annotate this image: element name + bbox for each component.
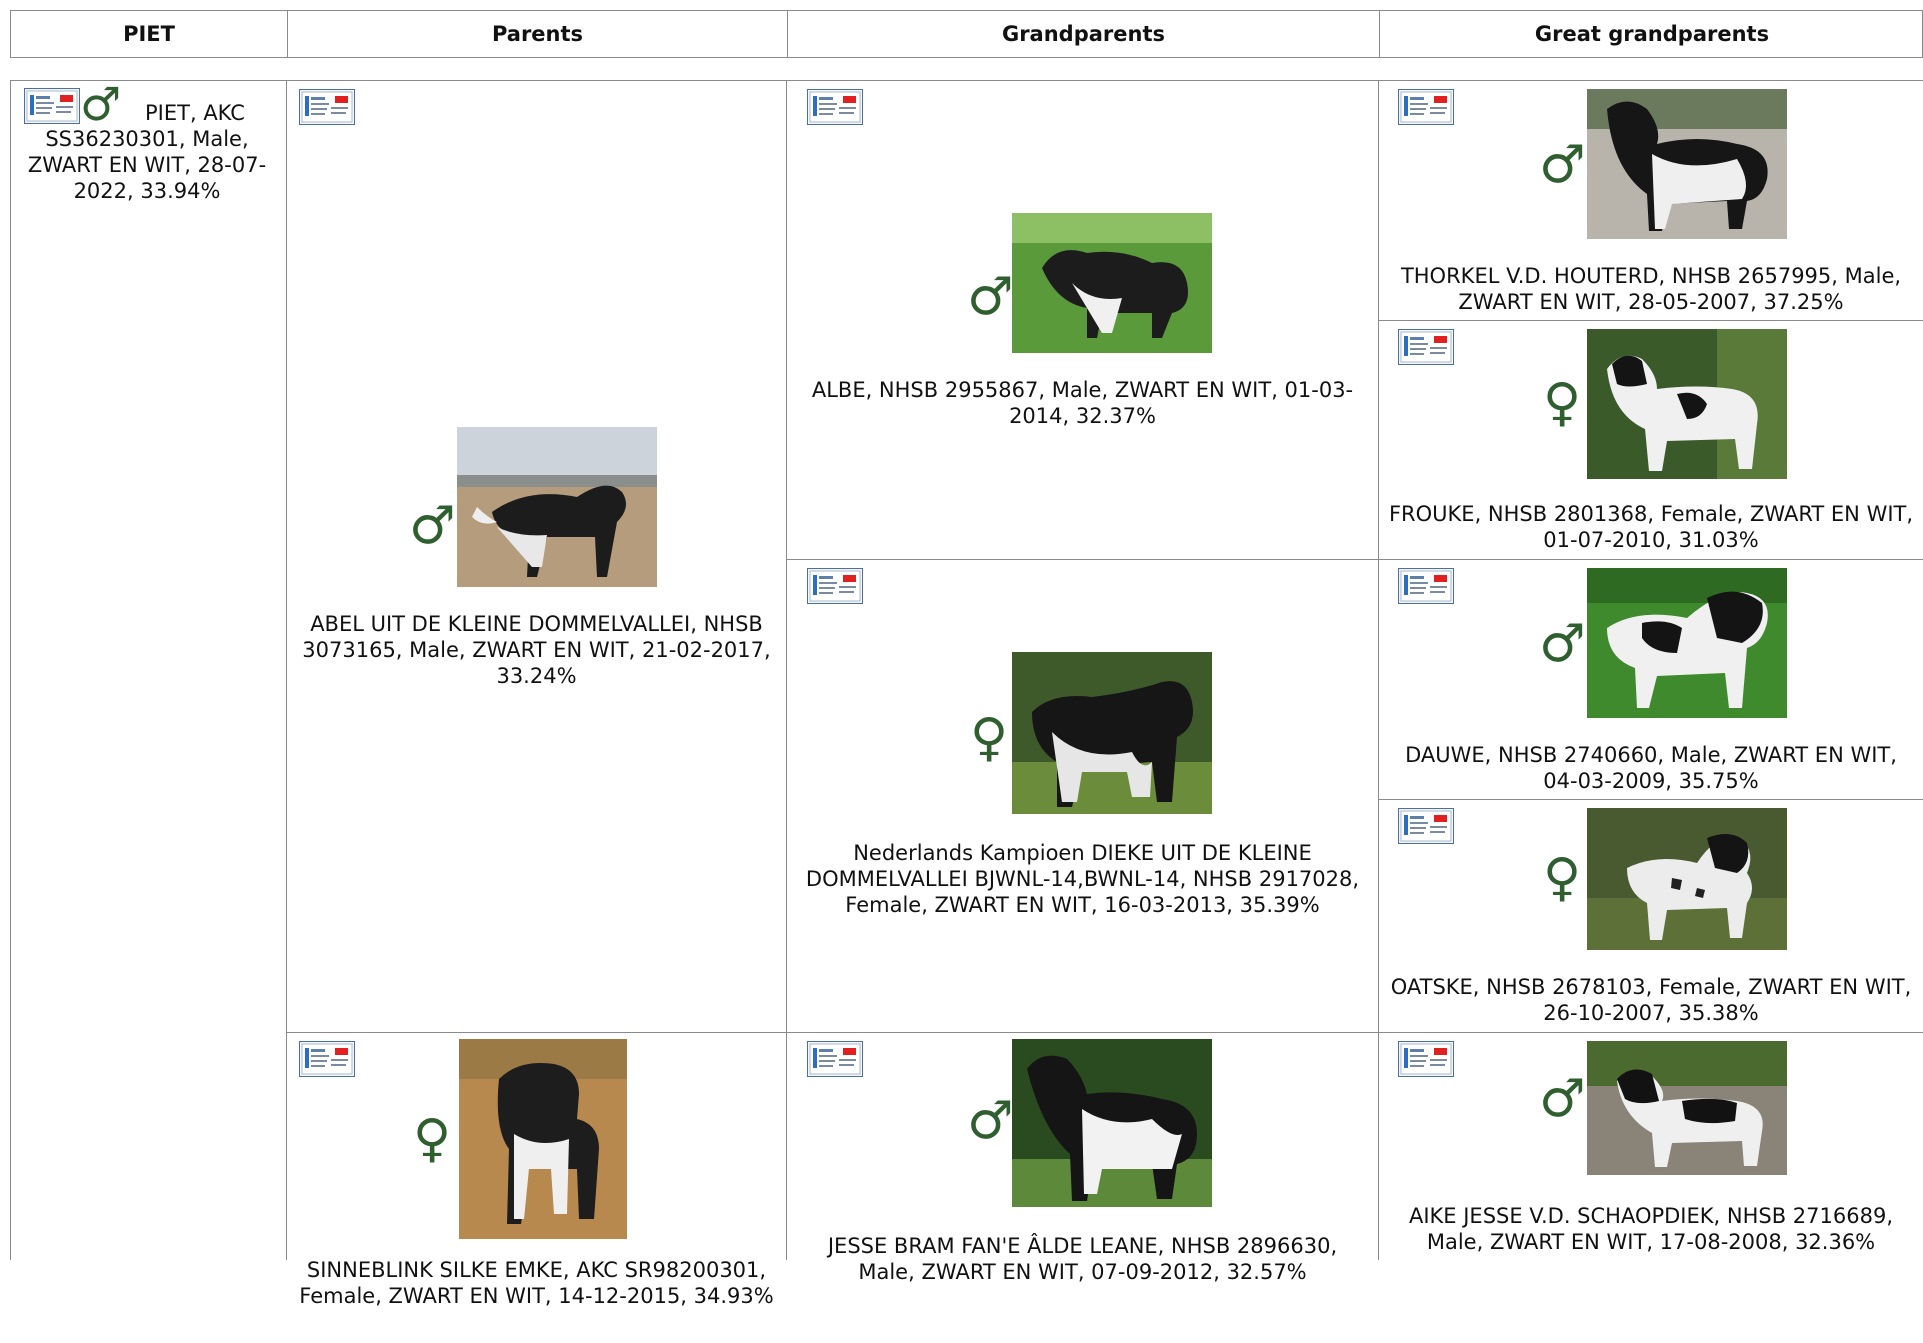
male-symbol-icon: ♂ bbox=[409, 496, 456, 556]
pedigree-card-icon[interactable] bbox=[1398, 329, 1454, 365]
header-parents: Parents bbox=[287, 11, 787, 57]
sire-cell: ♂ ABEL UIT DE KLEINE DOMMELVALLEI, NHSB … bbox=[287, 81, 786, 1032]
female-symbol-icon: ♀ bbox=[970, 708, 1009, 768]
subject-cell: ♂ PIET, AKC SS36230301, Male, ZWART EN W… bbox=[10, 77, 286, 1260]
male-symbol-icon: ♂ bbox=[1539, 1069, 1586, 1129]
dog-photo[interactable] bbox=[459, 1039, 627, 1239]
granddam-paternal-cell: ♀ Nederlands Kampioen DIEKE UIT DE KLEIN… bbox=[787, 560, 1378, 1032]
female-symbol-icon: ♀ bbox=[413, 1109, 452, 1169]
pedigree-table: ♂ PIET, AKC SS36230301, Male, ZWART EN W… bbox=[10, 77, 1923, 1308]
dog-photo[interactable] bbox=[1012, 213, 1212, 353]
granddam-paternal-info[interactable]: Nederlands Kampioen DIEKE UIT DE KLEINE … bbox=[805, 841, 1360, 917]
grandsire-maternal-info[interactable]: JESSE BRAM FAN'E ÂLDE LEANE, NHSB 289663… bbox=[827, 1234, 1338, 1284]
male-symbol-icon: ♂ bbox=[1539, 135, 1586, 195]
grandsire-paternal-cell: ♂ ALBE, NHSB 2955867, Male, ZWART EN WIT… bbox=[787, 81, 1378, 559]
dog-photo[interactable] bbox=[1587, 329, 1787, 479]
pedigree-card-icon[interactable] bbox=[299, 1041, 355, 1077]
great-grandparent-4-info[interactable]: OATSKE, NHSB 2678103, Female, ZWART EN W… bbox=[1390, 975, 1912, 1025]
header-grandparents: Grandparents bbox=[787, 11, 1379, 57]
great-grandparent-2-cell: ♀ FROUKE, NHSB 2801368, Female, ZWART EN… bbox=[1379, 321, 1923, 559]
pedigree-card-icon[interactable] bbox=[1398, 808, 1454, 844]
dog-photo[interactable] bbox=[1587, 808, 1787, 950]
grandsire-maternal-cell: ♂ JESSE BRAM FAN'E ÂLDE LEANE, NHSB 2896… bbox=[787, 1033, 1378, 1284]
great-grandparent-2-info[interactable]: FROUKE, NHSB 2801368, Female, ZWART EN W… bbox=[1388, 502, 1914, 552]
grandsire-paternal-info[interactable]: ALBE, NHSB 2955867, Male, ZWART EN WIT, … bbox=[811, 378, 1354, 428]
male-symbol-icon: ♂ bbox=[80, 77, 122, 131]
sire-info[interactable]: ABEL UIT DE KLEINE DOMMELVALLEI, NHSB 30… bbox=[302, 612, 771, 688]
pedigree-card-icon[interactable] bbox=[807, 89, 863, 125]
dog-photo[interactable] bbox=[1012, 1039, 1212, 1207]
pedigree-card-icon[interactable] bbox=[807, 568, 863, 604]
dam-info[interactable]: SINNEBLINK SILKE EMKE, AKC SR98200301, F… bbox=[299, 1258, 774, 1308]
great-grandparent-1-info[interactable]: THORKEL V.D. HOUTERD, NHSB 2657995, Male… bbox=[1400, 264, 1902, 314]
header-great-grandparents: Great grandparents bbox=[1379, 11, 1923, 57]
dog-photo[interactable] bbox=[1587, 89, 1787, 239]
dog-photo[interactable] bbox=[1587, 1041, 1787, 1175]
pedigree-card-icon[interactable] bbox=[1398, 1041, 1454, 1077]
dog-photo[interactable] bbox=[1012, 652, 1212, 814]
great-grandparent-5-info[interactable]: AIKE JESSE V.D. SCHAOPDIEK, NHSB 2716689… bbox=[1408, 1204, 1894, 1254]
pedigree-card-icon[interactable] bbox=[299, 89, 355, 125]
great-grandparent-5-cell: ♂ AIKE JESSE V.D. SCHAOPDIEK, NHSB 27166… bbox=[1379, 1033, 1923, 1260]
great-grandparent-3-cell: ♂ DAUWE, NHSB 2740660, Male, ZWART EN WI… bbox=[1379, 560, 1923, 799]
great-grandparent-1-cell: ♂ THORKEL V.D. HOUTERD, NHSB 2657995, Ma… bbox=[1379, 81, 1923, 320]
dam-cell: ♀ SINNEBLINK SILKE EMKE, AKC SR98200301,… bbox=[287, 1033, 786, 1308]
female-symbol-icon: ♀ bbox=[1543, 848, 1582, 908]
dog-photo[interactable] bbox=[1587, 568, 1787, 718]
subject-info[interactable]: PIET, AKC SS36230301, Male, ZWART EN WIT… bbox=[27, 101, 267, 203]
great-grandparent-3-info[interactable]: DAUWE, NHSB 2740660, Male, ZWART EN WIT,… bbox=[1405, 743, 1897, 793]
male-symbol-icon: ♂ bbox=[1539, 614, 1586, 674]
pedigree-card-icon[interactable] bbox=[807, 1041, 863, 1077]
header-subject: PIET bbox=[123, 22, 175, 46]
great-grandparent-4-cell: ♀ OATSKE, NHSB 2678103, Female, ZWART EN… bbox=[1379, 800, 1923, 1032]
male-symbol-icon: ♂ bbox=[967, 267, 1014, 327]
pedigree-card-icon[interactable] bbox=[1398, 568, 1454, 604]
dog-photo[interactable] bbox=[457, 427, 657, 587]
female-symbol-icon: ♀ bbox=[1543, 373, 1582, 433]
male-symbol-icon: ♂ bbox=[967, 1091, 1014, 1151]
pedigree-card-icon[interactable] bbox=[1398, 89, 1454, 125]
pedigree-header: PIET Parents Grandparents Great grandpar… bbox=[10, 10, 1923, 58]
